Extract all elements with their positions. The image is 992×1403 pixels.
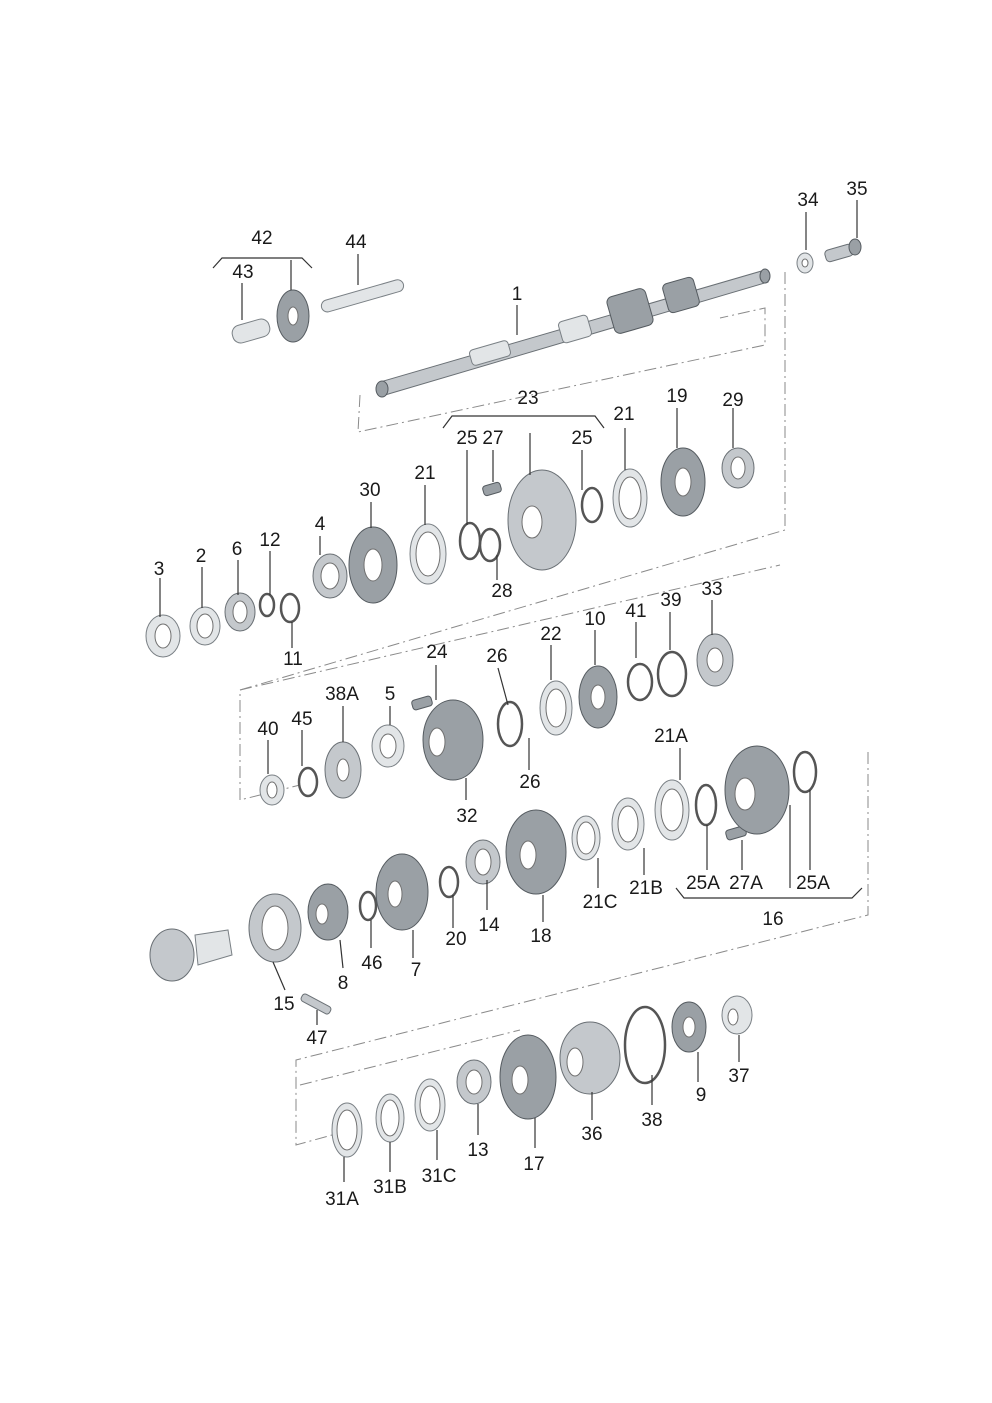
label-30: 30 [359, 480, 380, 501]
label-38: 38 [641, 1110, 662, 1131]
label-25-left: 25 [456, 428, 477, 449]
label-5: 5 [385, 684, 396, 705]
label-14: 14 [478, 915, 500, 936]
row-five-parts [331, 995, 753, 1158]
label-39: 39 [660, 590, 681, 611]
label-41: 41 [625, 601, 646, 622]
label-8: 8 [338, 973, 349, 994]
label-21A: 21A [654, 726, 688, 747]
label-13: 13 [467, 1140, 488, 1161]
label-21C: 21C [583, 892, 618, 913]
label-26-lower: 26 [519, 772, 540, 793]
label-10: 10 [584, 609, 605, 630]
label-11: 11 [283, 649, 303, 670]
row-three-parts [259, 633, 734, 806]
label-25A-left: 25A [686, 873, 720, 894]
label-25A-right: 25A [796, 873, 830, 894]
label-46: 46 [361, 953, 382, 974]
label-35: 35 [846, 179, 867, 200]
label-12: 12 [259, 530, 280, 551]
label-31A: 31A [325, 1189, 359, 1210]
label-26-upper: 26 [486, 646, 507, 667]
label-19: 19 [666, 386, 687, 407]
reverse-idler-parts [231, 279, 405, 344]
washer-and-bolt [796, 238, 862, 274]
label-21-upper-left: 21 [414, 463, 435, 484]
label-22: 22 [540, 624, 561, 645]
label-1: 1 [512, 284, 523, 305]
label-28: 28 [491, 581, 512, 602]
main-shaft [375, 268, 771, 398]
label-31C: 31C [422, 1166, 457, 1187]
label-21B: 21B [629, 878, 663, 899]
label-18: 18 [530, 926, 551, 947]
label-9: 9 [696, 1085, 707, 1106]
label-27: 27 [482, 428, 503, 449]
label-16: 16 [762, 909, 783, 930]
label-21-upper-right: 21 [613, 404, 634, 425]
label-33: 33 [701, 579, 722, 600]
label-31B: 31B [373, 1177, 407, 1198]
part-number-labels: 1 42 43 44 34 35 23 25 27 25 21 19 29 21… [154, 179, 868, 1210]
label-17: 17 [523, 1154, 544, 1175]
label-43: 43 [232, 262, 253, 283]
label-4: 4 [315, 514, 326, 535]
leader-lines [159, 200, 863, 1182]
label-40: 40 [257, 719, 278, 740]
row-four-parts [149, 745, 818, 1015]
label-15: 15 [273, 994, 294, 1015]
label-23: 23 [517, 388, 538, 409]
assembly-guides [239, 272, 869, 1146]
label-24: 24 [426, 642, 448, 663]
label-7: 7 [411, 960, 422, 981]
label-3: 3 [154, 559, 165, 580]
label-42: 42 [251, 228, 272, 249]
label-32: 32 [456, 806, 477, 827]
label-6: 6 [232, 539, 243, 560]
label-25-right: 25 [571, 428, 592, 449]
label-44: 44 [345, 232, 367, 253]
label-38A: 38A [325, 684, 359, 705]
label-29: 29 [722, 390, 743, 411]
label-47: 47 [306, 1028, 327, 1049]
label-36: 36 [581, 1124, 602, 1145]
label-37: 37 [728, 1066, 749, 1087]
label-45: 45 [291, 709, 312, 730]
label-27A: 27A [729, 873, 763, 894]
label-34: 34 [797, 190, 819, 211]
label-20: 20 [445, 929, 466, 950]
label-2: 2 [196, 546, 207, 567]
row-two-parts [145, 447, 755, 658]
